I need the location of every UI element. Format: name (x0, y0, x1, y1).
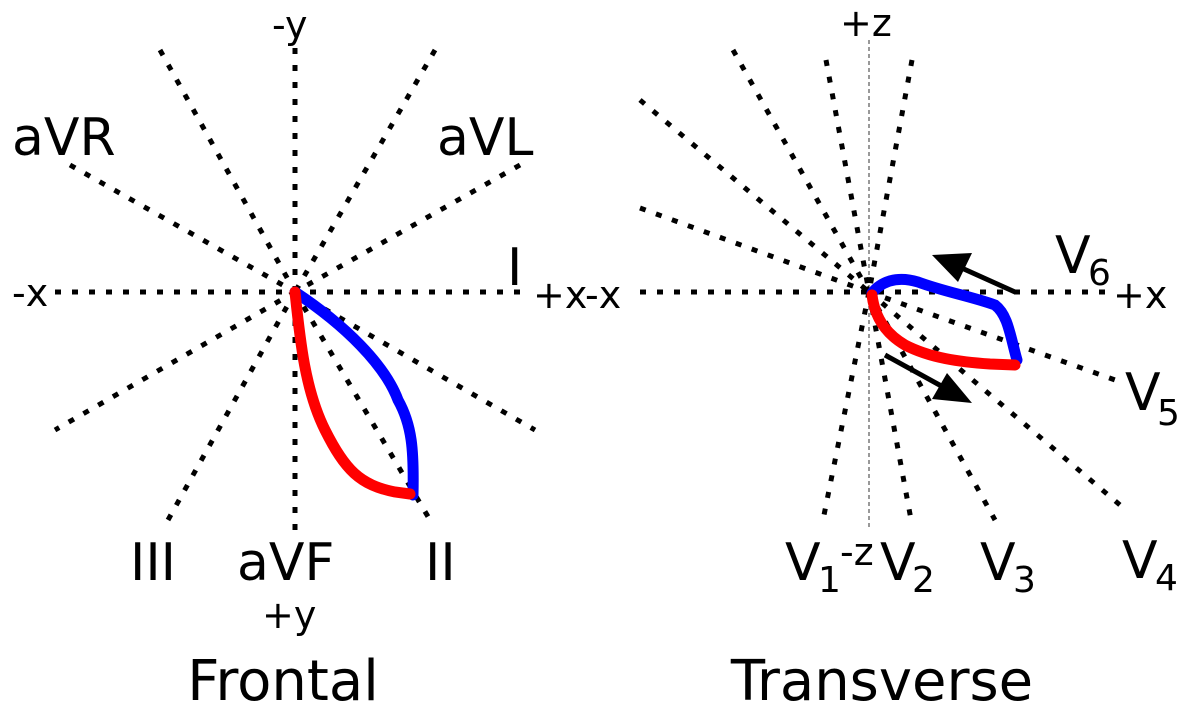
frontal-line-lower-left-shallow (53, 289, 297, 433)
frontal-line-upper-right-shallow (293, 162, 522, 295)
transverse-line-v2 (866, 59, 915, 293)
frontal-plane: aVR aVL I III aVF II -y +y -x +x Frontal (12, 3, 587, 709)
frontal-label-avf: aVF (237, 533, 334, 593)
svg-text:4: 4 (1155, 558, 1178, 599)
frontal-line-upper-right-steep (292, 48, 438, 294)
transverse-plane: +z -z -x +x V 6 V 5 V 1 V 2 V 3 V 4 Tran… (585, 1, 1180, 709)
frontal-label-avr: aVR (12, 108, 116, 168)
svg-text:1: 1 (818, 560, 841, 601)
svg-text:5: 5 (1157, 393, 1180, 434)
transverse-label-v5: V 5 (1125, 363, 1180, 434)
svg-text:3: 3 (1013, 560, 1036, 601)
frontal-label-iii: III (130, 533, 176, 593)
transverse-label-v2: V 2 (880, 533, 935, 601)
transverse-label-v3: V 3 (980, 533, 1036, 601)
frontal-label-avl: aVL (437, 108, 533, 168)
frontal-axis-neg-x: -x (12, 271, 48, 315)
transverse-axis-pos-z: +z (840, 1, 892, 45)
svg-text:V: V (880, 533, 916, 593)
transverse-line-v4 (638, 98, 871, 294)
transverse-label-v6: V 6 (1055, 226, 1111, 294)
svg-text:V: V (1122, 531, 1158, 591)
svg-text:V: V (785, 533, 821, 593)
svg-text:V: V (980, 533, 1016, 593)
svg-text:V: V (1125, 363, 1161, 423)
svg-text:V: V (1055, 226, 1091, 286)
transverse-axis-pos-x: +x (1113, 273, 1167, 317)
svg-text:6: 6 (1088, 253, 1111, 294)
transverse-line-v1 (823, 59, 872, 293)
frontal-label-ii: II (425, 533, 456, 593)
transverse-line-v1-ext (819, 291, 872, 526)
frontal-axis-neg-y: -y (272, 3, 308, 47)
transverse-loop-red (866, 289, 1021, 371)
transverse-loop-blue (866, 273, 1023, 366)
arrow-upper-icon (932, 253, 1017, 295)
arrow-lower-icon (883, 352, 972, 403)
frontal-axis-pos-y: +y (262, 593, 316, 637)
frontal-loop-red (289, 286, 416, 500)
frontal-line-upper-left-steep (157, 48, 298, 294)
transverse-line-v3 (730, 48, 872, 294)
frontal-title: Frontal (187, 649, 379, 709)
transverse-line-v4-ext (867, 290, 1122, 507)
transverse-line-v5 (639, 205, 870, 295)
transverse-line-v2-ext (866, 291, 915, 526)
transverse-label-v1: V 1 (785, 533, 841, 601)
transverse-label-v4: V 4 (1122, 531, 1178, 599)
frontal-loop-blue (289, 286, 419, 501)
frontal-axis-pos-x: +x (533, 273, 587, 317)
transverse-title: Transverse (730, 649, 1033, 709)
transverse-axis-neg-x: -x (585, 273, 621, 317)
svg-text:2: 2 (912, 560, 935, 601)
frontal-label-i: I (507, 238, 522, 298)
frontal-line-lower-right-shallow (293, 289, 537, 433)
transverse-axis-neg-z: -z (840, 530, 874, 574)
